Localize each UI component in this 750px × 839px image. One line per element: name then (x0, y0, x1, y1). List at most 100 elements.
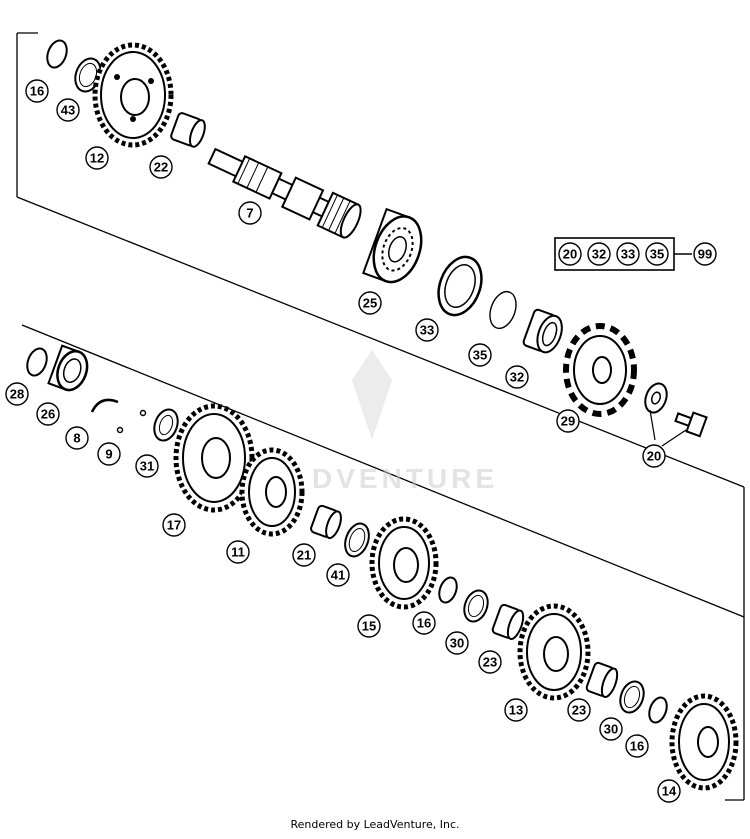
lower-shaft-parts (26, 344, 739, 791)
callout-21[interactable]: 21 (292, 543, 316, 567)
svg-text:30: 30 (604, 722, 618, 737)
part-16-circlip (648, 696, 668, 724)
part-31-washer (153, 408, 179, 442)
part-33-shaft-seal (437, 255, 483, 317)
svg-text:32: 32 (510, 370, 524, 385)
upper-shaft-parts (46, 39, 708, 447)
svg-text:43: 43 (61, 103, 75, 118)
callout-33[interactable]: 33 (415, 318, 439, 342)
svg-text:16: 16 (30, 84, 44, 99)
part-41-washer (344, 522, 370, 558)
footer-credit: Rendered by LeadVenture, Inc. (290, 818, 460, 831)
part-23-needle-bearing (585, 661, 619, 698)
svg-text:30: 30 (450, 636, 464, 651)
part-21-needle-bearing (310, 504, 342, 540)
part-9-pin (139, 409, 147, 417)
svg-text:33: 33 (621, 247, 635, 262)
callout-12[interactable]: 12 (85, 146, 109, 170)
callout-11[interactable]: 11 (226, 540, 250, 564)
svg-text:14: 14 (662, 784, 677, 799)
callout-16[interactable]: 16 (412, 611, 436, 635)
part-9-pin (116, 426, 124, 434)
svg-text:21: 21 (297, 548, 311, 563)
svg-text:35: 35 (650, 247, 664, 262)
part-20-bolt (674, 411, 708, 438)
callout-28[interactable]: 28 (5, 382, 29, 406)
callout-20[interactable]: 20 (642, 444, 666, 468)
part-30-washer (619, 680, 645, 714)
part-15-gear (369, 516, 439, 610)
callout-29[interactable]: 29 (556, 409, 580, 433)
callout-26[interactable]: 26 (36, 402, 60, 426)
svg-text:17: 17 (167, 518, 181, 533)
svg-text:20: 20 (563, 247, 577, 262)
svg-text:8: 8 (73, 431, 80, 446)
part-17-gear (173, 403, 255, 513)
callout-16[interactable]: 16 (25, 79, 49, 103)
svg-text:20: 20 (647, 449, 661, 464)
callout-9[interactable]: 9 (97, 442, 121, 466)
callout-14[interactable]: 14 (657, 779, 681, 803)
part-28-circlip (26, 347, 48, 377)
part-29-sprocket (563, 323, 637, 417)
svg-text:99: 99 (698, 247, 712, 262)
svg-text:25: 25 (363, 296, 377, 311)
svg-text:26: 26 (41, 407, 55, 422)
part-23-needle-bearing (491, 603, 525, 640)
part-8-retaining-clip (90, 398, 119, 413)
svg-text:28: 28 (10, 387, 24, 402)
svg-text:13: 13 (509, 703, 523, 718)
svg-text:33: 33 (420, 323, 434, 338)
part-25-ball-bearing (362, 207, 423, 284)
callout-7[interactable]: 7 (238, 201, 262, 225)
callout-30[interactable]: 30 (445, 631, 469, 655)
callout-43[interactable]: 43 (56, 98, 80, 122)
callout-17[interactable]: 17 (162, 513, 186, 537)
part-30-washer (463, 589, 489, 623)
part-16-circlip (438, 576, 458, 604)
svg-text:23: 23 (572, 703, 586, 718)
kit-group: 20 32 33 35 99 (554, 237, 717, 271)
part-22-needle-bearing (170, 112, 206, 148)
callout-32[interactable]: 32 (505, 365, 529, 389)
part-32-spacer (522, 308, 563, 354)
callout-16[interactable]: 16 (625, 734, 649, 758)
svg-text:23: 23 (483, 655, 497, 670)
callout-labels: 16 43 12 22 7 25 33 35 32 29 20 28 26 8 … (5, 79, 681, 803)
callout-41[interactable]: 41 (326, 563, 350, 587)
kit-item-3[interactable]: 33 (616, 242, 640, 266)
kit-item-2[interactable]: 32 (587, 242, 611, 266)
svg-text:16: 16 (417, 616, 431, 631)
svg-text:11: 11 (231, 545, 245, 560)
svg-text:31: 31 (140, 459, 154, 474)
kit-item-1[interactable]: 20 (558, 242, 582, 266)
part-14-gear (669, 693, 739, 791)
part-35-o-ring (489, 290, 517, 330)
callout-23[interactable]: 23 (478, 650, 502, 674)
svg-text:15: 15 (362, 619, 376, 634)
svg-text:32: 32 (592, 247, 606, 262)
callout-23[interactable]: 23 (567, 698, 591, 722)
callout-15[interactable]: 15 (357, 614, 381, 638)
part-7-main-shaft (207, 147, 362, 239)
part-16-circlip (46, 39, 68, 69)
svg-text:9: 9 (105, 447, 112, 462)
kit-result[interactable]: 99 (693, 242, 717, 266)
callout-25[interactable]: 25 (358, 291, 382, 315)
kit-item-4[interactable]: 35 (645, 242, 669, 266)
svg-text:16: 16 (630, 739, 644, 754)
svg-text:29: 29 (561, 414, 575, 429)
svg-text:41: 41 (331, 568, 345, 583)
part-11-gear (239, 447, 305, 537)
svg-text:7: 7 (246, 206, 253, 221)
callout-31[interactable]: 31 (135, 454, 159, 478)
callout-30[interactable]: 30 (599, 717, 623, 741)
frame (16, 32, 745, 801)
callout-35[interactable]: 35 (468, 343, 492, 367)
svg-text:12: 12 (90, 151, 104, 166)
part-26-ball-bearing (47, 344, 89, 392)
callout-8[interactable]: 8 (65, 426, 89, 450)
callout-13[interactable]: 13 (504, 698, 528, 722)
callout-22[interactable]: 22 (149, 155, 173, 179)
